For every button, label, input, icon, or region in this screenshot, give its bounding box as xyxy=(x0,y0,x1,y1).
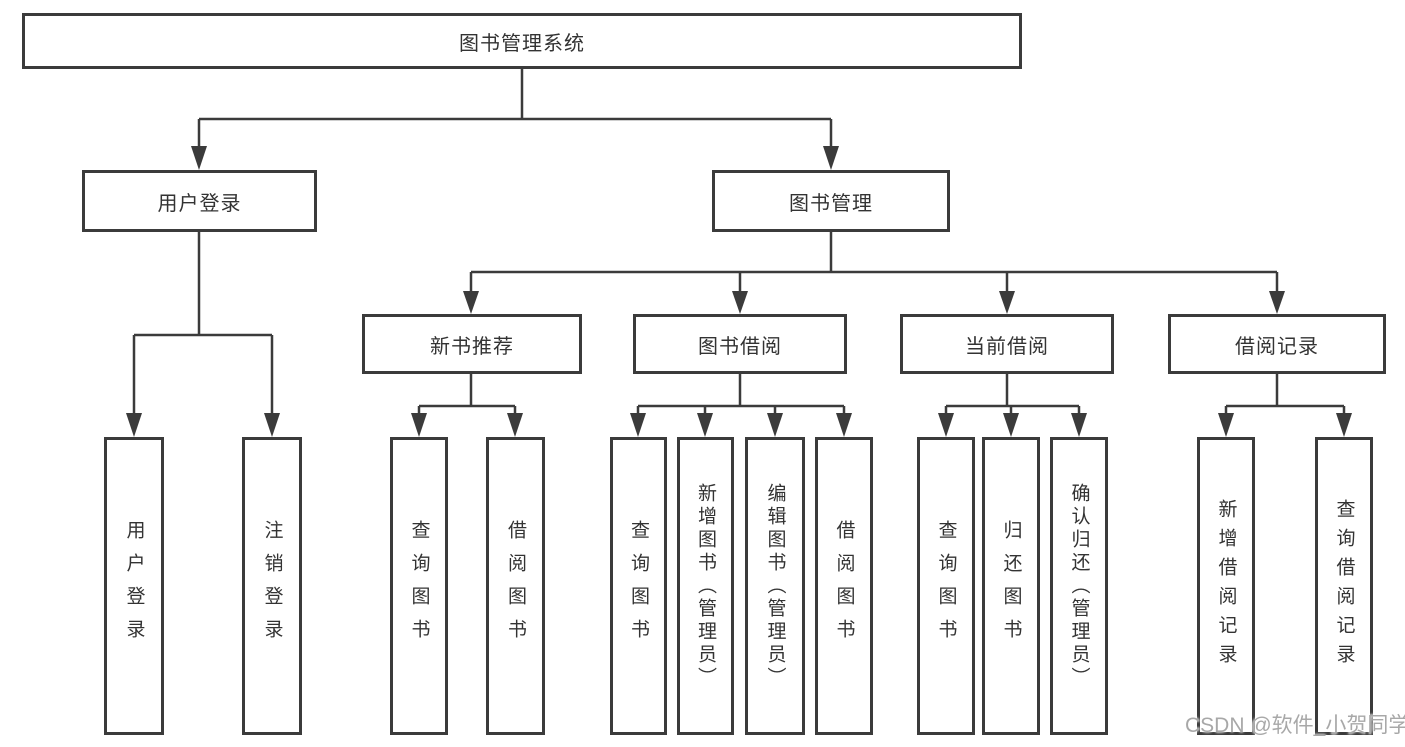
arrowhead xyxy=(1269,291,1285,314)
leaf-query-books-current: 查询图书 xyxy=(917,437,975,735)
node-label: 图书借阅 xyxy=(698,335,782,358)
node-new-book-recommendation: 新书推荐 xyxy=(362,314,582,374)
node-label: 注销登录 xyxy=(261,520,283,652)
node-label: 借阅记录 xyxy=(1235,335,1319,358)
csdn-watermark: CSDN @软件_小贺同学 xyxy=(1185,714,1405,737)
leaf-edit-books-admin: 编辑图书（管理员） xyxy=(745,437,805,735)
node-label: 新增图书（管理员） xyxy=(695,482,716,690)
leaf-user-login: 用户登录 xyxy=(104,437,164,735)
arrowhead xyxy=(1218,413,1234,437)
node-label: 查询图书 xyxy=(408,520,430,652)
arrowhead xyxy=(191,146,207,170)
node-label: 当前借阅 xyxy=(965,335,1049,358)
node-user-login: 用户登录 xyxy=(82,170,317,232)
node-label: 查询图书 xyxy=(628,520,649,652)
node-label: 编辑图书（管理员） xyxy=(764,482,786,690)
node-current-borrowing: 当前借阅 xyxy=(900,314,1114,374)
node-label: 新书推荐 xyxy=(430,335,514,358)
arrowhead xyxy=(1071,413,1087,437)
node-book-management: 图书管理 xyxy=(712,170,950,232)
node-label: 确认归还（管理员） xyxy=(1068,482,1090,690)
leaf-borrow-books-recommend: 借阅图书 xyxy=(486,437,545,735)
arrowhead xyxy=(411,413,427,437)
leaf-query-borrow-record: 查询借阅记录 xyxy=(1315,437,1373,735)
arrowhead xyxy=(264,413,280,437)
leaf-return-books: 归还图书 xyxy=(982,437,1040,735)
arrowhead xyxy=(126,413,142,437)
leaf-query-books-recommend: 查询图书 xyxy=(390,437,448,735)
arrowhead xyxy=(836,413,852,437)
leaf-borrow-books-borrowing: 借阅图书 xyxy=(815,437,873,735)
arrowhead xyxy=(1336,413,1352,437)
node-label: 图书管理 xyxy=(789,192,873,215)
node-label: 用户登录 xyxy=(157,192,242,215)
connector-path xyxy=(132,69,1346,416)
arrowhead xyxy=(732,291,748,314)
arrowhead xyxy=(630,413,646,437)
leaf-query-books-borrowing: 查询图书 xyxy=(610,437,667,735)
arrowhead xyxy=(697,413,713,437)
node-library-management-system: 图书管理系统 xyxy=(22,13,1022,69)
node-label: 图书管理系统 xyxy=(459,32,585,55)
node-label: 用户登录 xyxy=(123,520,145,652)
node-label: 归还图书 xyxy=(1000,520,1022,652)
node-label: 借阅图书 xyxy=(833,520,855,652)
node-label: 新增借阅记录 xyxy=(1215,499,1237,673)
arrowhead xyxy=(463,291,479,314)
node-borrowing-records: 借阅记录 xyxy=(1168,314,1386,374)
leaf-add-books-admin: 新增图书（管理员） xyxy=(677,437,734,735)
arrowhead xyxy=(767,413,783,437)
leaf-logout: 注销登录 xyxy=(242,437,302,735)
node-book-borrowing: 图书借阅 xyxy=(633,314,847,374)
node-label: 查询借阅记录 xyxy=(1333,499,1355,673)
node-label: 借阅图书 xyxy=(505,520,526,652)
arrowhead xyxy=(999,291,1015,314)
leaf-confirm-return-admin: 确认归还（管理员） xyxy=(1050,437,1108,735)
node-label: 查询图书 xyxy=(935,520,957,652)
leaf-add-borrow-record: 新增借阅记录 xyxy=(1197,437,1255,735)
arrowhead xyxy=(1003,413,1019,437)
arrowhead xyxy=(938,413,954,437)
arrowhead xyxy=(823,146,839,170)
arrowhead xyxy=(507,413,523,437)
